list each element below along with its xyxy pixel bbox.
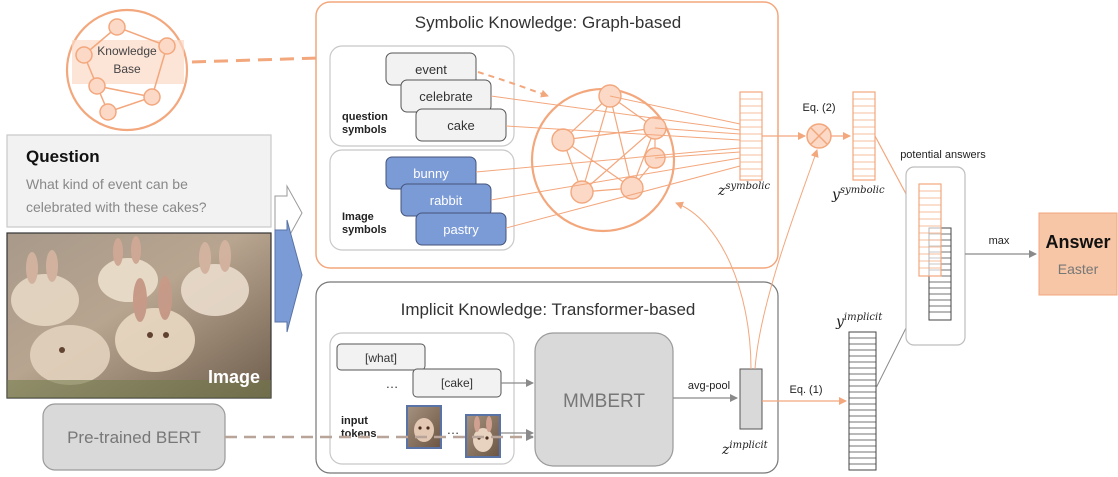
symbolic-title: Symbolic Knowledge: Graph-based <box>415 13 681 32</box>
kb-to-symbolic-connector <box>191 56 319 64</box>
input-image: Image <box>6 232 272 399</box>
y-symbolic-label: ysymbolic <box>831 185 885 203</box>
question-symbol-celebrate-label: celebrate <box>419 89 472 104</box>
token-ellipsis: … <box>386 376 399 391</box>
y-implicit-label: yimplicit <box>835 312 883 330</box>
image-token-thumbnail-1 <box>406 405 442 449</box>
image-symbol-bunny-label: bunny <box>413 166 449 181</box>
z-symbolic-label: zsymbolic <box>717 181 770 199</box>
question-symbol-cake <box>415 108 507 142</box>
symbol-to-zsymbolic-lines <box>475 95 741 229</box>
token-cake-label: [cake] <box>441 376 473 390</box>
implicit-module: Implicit Knowledge: Transformer-based [w… <box>315 281 779 474</box>
knowledge-base: Knowledge Base <box>65 8 189 132</box>
question-text-line1: What kind of event can be <box>26 176 188 192</box>
symbolic-module: Symbolic Knowledge: Graph-based event ce… <box>315 1 779 269</box>
avgpool-label: avg-pool <box>688 380 730 392</box>
image-symbol-rabbit-label: rabbit <box>430 193 463 208</box>
kb-label-line2: Base <box>113 62 141 76</box>
knowledge-graph-edges <box>562 95 656 193</box>
image-symbol-pastry <box>415 212 507 246</box>
combine-operator-icon <box>806 123 832 149</box>
image-symbol-pastry-label: pastry <box>443 222 479 237</box>
z-symbolic-vector <box>739 91 763 181</box>
token-what <box>336 343 426 371</box>
eq2-label: Eq. (2) <box>802 102 835 114</box>
answer-title: Answer <box>1045 232 1110 252</box>
mmbert-label: MMBERT <box>563 391 645 412</box>
question-symbols-label-2: symbols <box>342 124 387 136</box>
eq1-label: Eq. (1) <box>789 384 822 396</box>
z-implicit-label: zimplicit <box>721 440 769 458</box>
question-text-line2: celebrated with these cakes? <box>26 199 207 215</box>
input-tokens-label-1: input <box>341 415 368 427</box>
pretrained-bert-label: Pre-trained BERT <box>67 428 201 447</box>
kb-label-line1: Knowledge <box>97 44 157 58</box>
question-title: Question <box>26 147 100 166</box>
potential-answers-symbolic-vector <box>918 183 942 277</box>
answer-card: Answer Easter <box>1038 212 1118 296</box>
image-symbols-label-1: Image <box>342 211 374 223</box>
image-token-ellipsis: … <box>447 422 460 437</box>
z-implicit-vector <box>739 368 763 430</box>
pretrained-bert-block: Pre-trained BERT <box>42 403 226 471</box>
max-label: max <box>989 235 1010 247</box>
image-label: Image <box>208 367 260 387</box>
mmbert-block <box>534 332 674 467</box>
y-symbolic-vector <box>852 91 876 181</box>
potential-answers-label: potential answers <box>900 149 986 161</box>
question-symbol-cake-label: cake <box>447 118 474 133</box>
answer-value: Easter <box>1058 261 1099 277</box>
image-symbols-label-2: symbols <box>342 224 387 236</box>
question-card: Question What kind of event can be celeb… <box>6 134 272 228</box>
question-to-graph-dashed-arrow <box>477 71 549 98</box>
zimplicit-to-combine-feedback <box>754 149 819 370</box>
question-symbol-event-label: event <box>415 62 447 77</box>
y-implicit-vector <box>848 331 877 471</box>
question-symbols-label-1: question <box>342 111 388 123</box>
image-input-arrow-icon <box>274 219 303 333</box>
zimplicit-to-graph-feedback <box>675 201 752 370</box>
token-what-label: [what] <box>365 351 397 365</box>
implicit-title: Implicit Knowledge: Transformer-based <box>401 300 696 319</box>
